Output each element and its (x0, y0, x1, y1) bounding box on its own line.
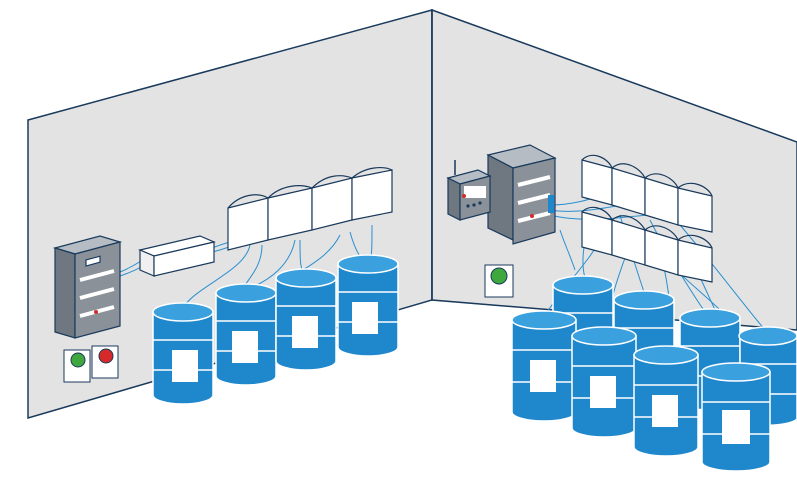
barrel (512, 311, 576, 421)
red-indicator-icon (99, 349, 113, 363)
right-module-1 (582, 160, 612, 205)
barrel (634, 346, 698, 456)
right-module-4 (678, 188, 712, 232)
barrel (216, 284, 276, 385)
left-module-4 (352, 170, 392, 220)
barrel (153, 303, 213, 404)
barrel (338, 255, 398, 356)
green-indicator-icon (491, 268, 507, 284)
barrel (702, 363, 770, 471)
right-module-8 (678, 240, 712, 282)
barrel (572, 327, 636, 437)
barrel (276, 269, 336, 370)
right-indicators (485, 265, 513, 297)
green-indicator-icon (71, 353, 85, 367)
right-inverter-cabinet (488, 145, 555, 244)
right-module-5 (582, 212, 612, 255)
left-inverter-cabinet (55, 236, 120, 338)
